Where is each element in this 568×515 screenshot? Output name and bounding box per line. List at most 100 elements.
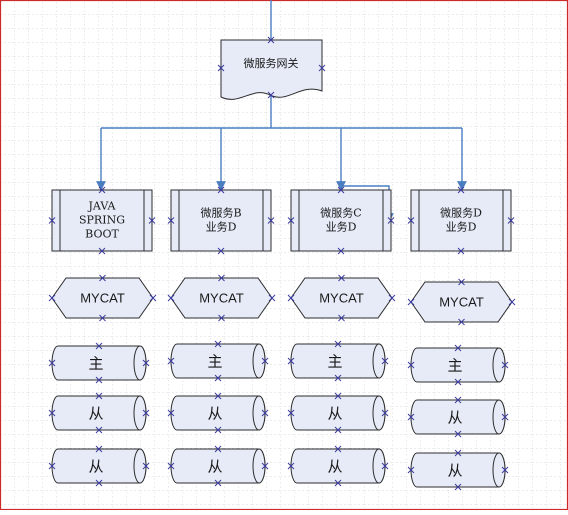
cylinder-label: 从 (207, 405, 222, 423)
cylinder-handle-bottom (334, 479, 342, 487)
slave-db-2-2[interactable]: 从 (170, 448, 266, 484)
mycat-handle-right (149, 294, 157, 302)
cylinder-handle-top (334, 445, 342, 453)
cylinder-handle-left (287, 409, 295, 417)
mycat-handle-left (407, 298, 415, 306)
cylinder-label: 从 (88, 405, 103, 423)
cylinder-label: 主 (327, 353, 342, 371)
service-label-line: BOOT (85, 228, 119, 241)
cylinder-handle-top (214, 392, 222, 400)
service-handle-bottom (337, 247, 345, 255)
cylinder-handle-bottom (334, 374, 342, 382)
service-handle-top (98, 186, 106, 194)
slave-db-1-1[interactable]: 从 (51, 395, 147, 431)
cylinder-label: 从 (447, 462, 462, 480)
service-handle-right (148, 217, 156, 224)
cylinder-label: 主 (207, 353, 222, 371)
mycat-label: MYCAT (199, 290, 244, 305)
cylinder-handle-left (167, 462, 175, 470)
service-label-line: 微服务B (200, 206, 241, 220)
cylinder-handle-bottom (214, 426, 222, 434)
cylinder-handle-bottom (95, 376, 103, 384)
cylinder-handle-top (95, 445, 103, 453)
mycat-label: MYCAT (439, 294, 484, 309)
mycat-handle-top (458, 278, 465, 286)
cylinder-handle-bottom (95, 426, 103, 434)
cylinder-handle-right (501, 413, 509, 421)
slave-db-1-2[interactable]: 从 (170, 395, 266, 431)
cylinder-end (252, 448, 266, 484)
slave-db-2-1[interactable]: 从 (51, 448, 147, 484)
mycat-handle-bottom (338, 314, 345, 322)
gateway-node[interactable]: 微服务网关 (220, 39, 323, 100)
service-label-line: 微服务C (320, 206, 361, 220)
cylinder-handle-left (287, 357, 295, 365)
service-handle-left (407, 217, 415, 224)
gateway-handle-right (318, 64, 326, 72)
cylinder-handle-top (454, 449, 462, 457)
service-handle-top (457, 186, 465, 194)
gateway-handle-top (267, 36, 275, 44)
mycat-label: MYCAT (80, 290, 125, 305)
cylinder-handle-right (142, 409, 150, 417)
cylinder-label: 从 (447, 409, 462, 427)
mycat-handle-top (218, 274, 225, 282)
cylinder-end (372, 395, 386, 431)
slave-db-2-4[interactable]: 从 (410, 452, 506, 488)
master-db-2[interactable]: 主 (170, 343, 266, 379)
cylinder-end (133, 345, 147, 381)
cylinder-handle-bottom (454, 483, 462, 491)
gateway-handle-left (217, 64, 225, 72)
cylinder-handle-left (167, 409, 175, 417)
cylinder-handle-top (95, 342, 103, 350)
master-db-4[interactable]: 主 (410, 347, 506, 383)
cylinder-label: 从 (327, 458, 342, 476)
cylinder-handle-top (95, 392, 103, 400)
cylinder-handle-right (261, 357, 269, 365)
cylinder-handle-left (407, 361, 415, 369)
mycat-handle-top (99, 274, 106, 282)
cylinder-handle-right (381, 409, 389, 417)
cylinder-end (133, 448, 147, 484)
slave-db-2-3[interactable]: 从 (290, 448, 386, 484)
cylinder-handle-right (261, 409, 269, 417)
cylinder-handle-top (214, 340, 222, 348)
cylinder-handle-right (142, 359, 150, 367)
cylinder-handle-top (454, 344, 462, 352)
cylinder-handle-left (407, 413, 415, 421)
mycat-handle-right (388, 294, 396, 302)
mycat-handle-bottom (458, 318, 465, 326)
service-handle-top (217, 186, 225, 194)
mycat-node-4[interactable]: MYCAT (410, 281, 513, 323)
master-db-1[interactable]: 主 (51, 345, 147, 381)
service-handle-left (48, 217, 56, 224)
service-handle-bottom (98, 247, 106, 255)
mycat-node-1[interactable]: MYCAT (51, 277, 154, 319)
cylinder-end (492, 399, 506, 435)
master-db-3[interactable]: 主 (290, 343, 386, 379)
cylinder-handle-bottom (454, 378, 462, 386)
slave-db-1-4[interactable]: 从 (410, 399, 506, 435)
mycat-handle-right (508, 298, 516, 306)
cylinder-end (372, 448, 386, 484)
cylinder-handle-bottom (334, 426, 342, 434)
mycat-node-3[interactable]: MYCAT (290, 277, 393, 319)
cylinder-handle-bottom (214, 374, 222, 382)
mycat-handle-left (48, 294, 56, 302)
cylinder-label: 从 (207, 458, 222, 476)
cylinder-handle-left (287, 462, 295, 470)
service-box (170, 189, 272, 252)
cylinder-handle-top (334, 392, 342, 400)
mycat-handle-bottom (99, 314, 106, 322)
mycat-handle-left (167, 294, 175, 302)
cylinder-handle-left (48, 462, 56, 470)
cylinder-end (252, 395, 266, 431)
mycat-node-2[interactable]: MYCAT (170, 277, 273, 319)
slave-db-1-3[interactable]: 从 (290, 395, 386, 431)
service-label-line: 微服务D (440, 206, 482, 220)
